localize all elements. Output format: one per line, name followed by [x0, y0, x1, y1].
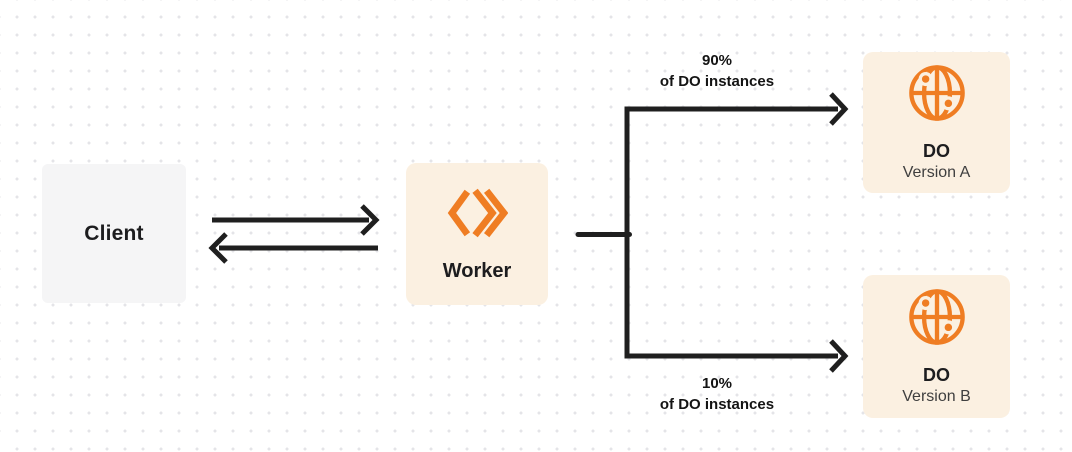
- edge-label-10-percent: 10% of DO instances: [617, 373, 817, 415]
- arrow-client-to-worker: [212, 204, 380, 236]
- edge-caption: of DO instances: [659, 73, 775, 90]
- do-a-version-label: Version A: [902, 164, 971, 181]
- edge-label-90-percent: 90% of DO instances: [617, 50, 817, 92]
- worker-label: Worker: [442, 259, 512, 282]
- node-do-version-a: DO Version A: [863, 52, 1010, 193]
- globe-icon: [908, 65, 965, 121]
- client-label: Client: [84, 221, 144, 245]
- edge-percent: 10%: [701, 375, 733, 392]
- node-do-version-b: DO Version B: [863, 275, 1010, 418]
- node-client: Client: [42, 164, 186, 303]
- node-worker: Worker: [406, 163, 548, 305]
- arrow-branch-to-do-a: [624, 92, 849, 126]
- edge-caption: of DO instances: [659, 396, 775, 413]
- globe-icon: [908, 289, 965, 345]
- workers-chevrons-icon: [447, 188, 508, 237]
- arrow-branch-to-do-b: [624, 339, 849, 373]
- edge-percent: 90%: [701, 52, 733, 69]
- connector-worker-branch: [575, 109, 632, 356]
- do-a-label: DO: [923, 141, 950, 161]
- do-b-label: DO: [923, 365, 950, 385]
- arrow-worker-to-client: [208, 232, 378, 264]
- do-b-version-label: Version B: [902, 388, 971, 405]
